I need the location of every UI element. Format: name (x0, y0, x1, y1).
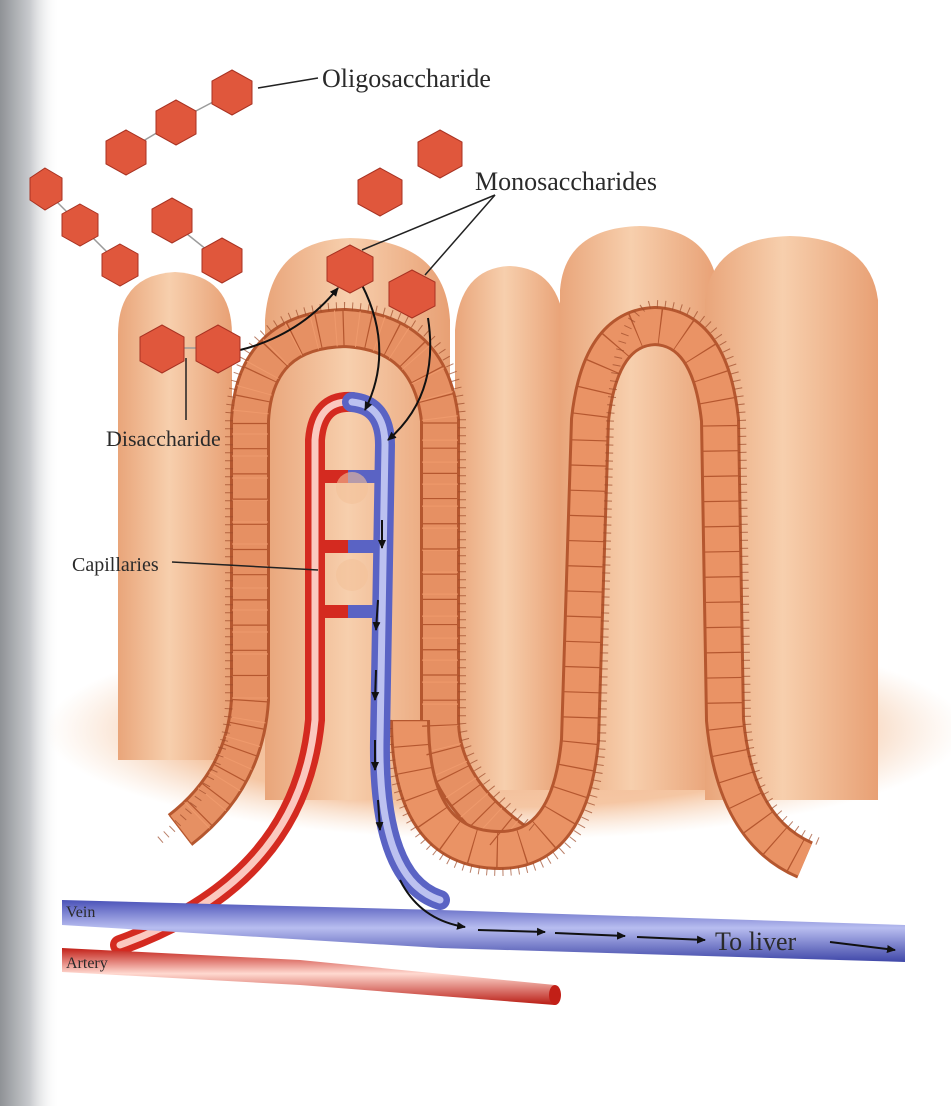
hexagon-icon (106, 130, 146, 175)
oligosaccharide-chain (106, 70, 252, 175)
hexagon-icon (212, 70, 252, 115)
hexagon-icon (418, 130, 462, 178)
artery-vessel (62, 948, 555, 1005)
leader-mono-2 (425, 195, 495, 275)
villus-right-1 (455, 266, 565, 790)
label-monosaccharides: Monosaccharides (475, 167, 657, 196)
page-edge-shadow (0, 0, 60, 1106)
label-disaccharide: Disaccharide (106, 426, 221, 451)
label-vein: Vein (66, 904, 95, 921)
hexagon-icon (358, 168, 402, 216)
hexagon-icon (62, 204, 98, 246)
hexagon-icon (152, 198, 192, 243)
hexagon-icon (156, 100, 196, 145)
hexagon-icon (202, 238, 242, 283)
leader-oligosaccharide (258, 78, 318, 88)
oligosaccharide-chain-3 (152, 198, 242, 283)
label-oligosaccharide: Oligosaccharide (322, 64, 491, 93)
label-capillaries: Capillaries (72, 554, 159, 576)
arrow-venous-3 (375, 670, 376, 700)
hexagon-icon (102, 244, 138, 286)
label-to-liver: To liver (715, 927, 797, 956)
label-artery: Artery (66, 955, 108, 972)
